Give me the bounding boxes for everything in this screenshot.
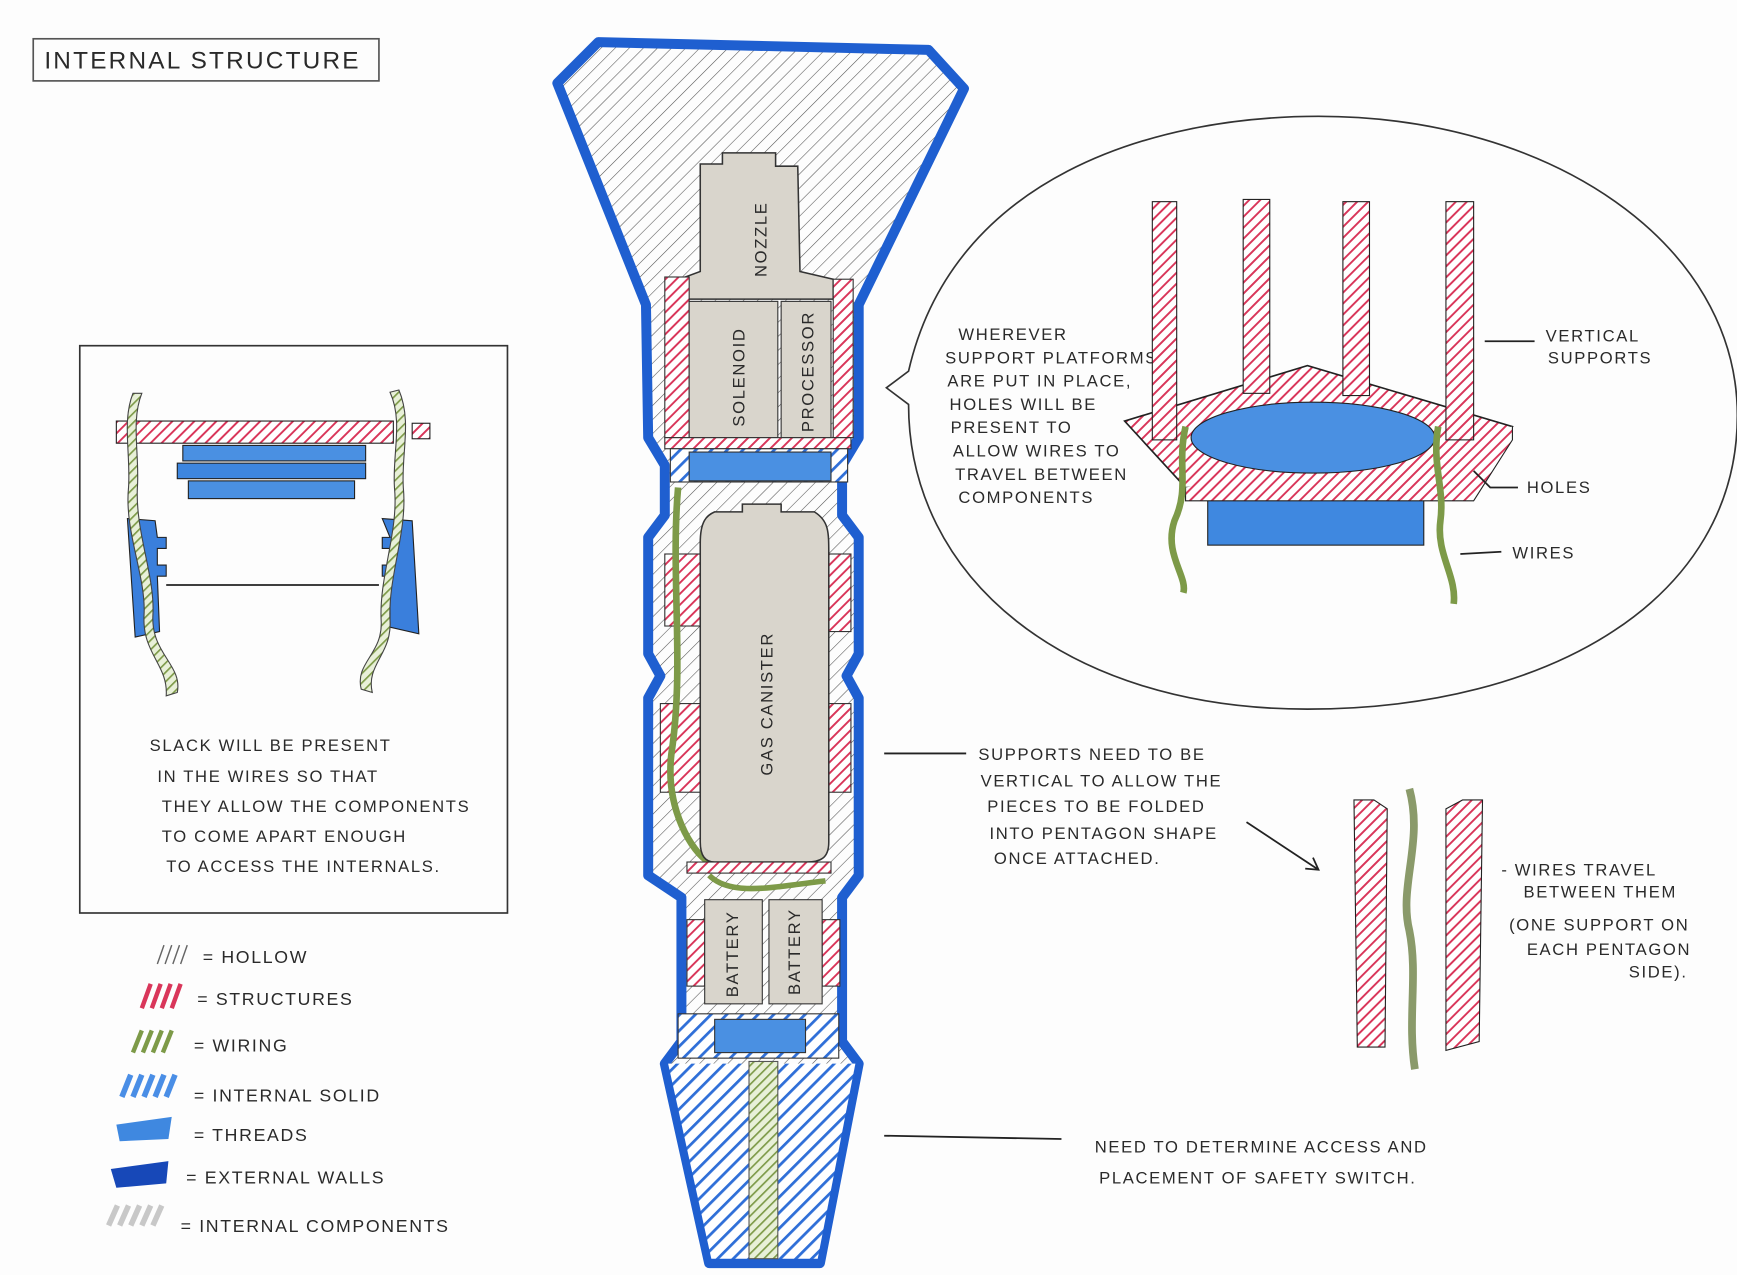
vertical-support bbox=[1445, 201, 1475, 441]
annotation-text: BETWEEN THEM bbox=[1523, 882, 1676, 901]
annotation-text: HOLES WILL BE bbox=[950, 395, 1097, 414]
vertical-supports-label: VERTICAL bbox=[1546, 326, 1640, 345]
battery-2-label: BATTERY bbox=[785, 908, 804, 995]
slack-note: SLACK WILL BE PRESENT IN THE WIRES SO TH… bbox=[150, 736, 471, 876]
safety-switch-note: NEED TO DETERMINE ACCESS AND PLACEMENT O… bbox=[884, 1134, 1428, 1187]
nozzle-label: NOZZLE bbox=[752, 202, 771, 277]
wire bbox=[1402, 787, 1419, 1070]
threads-upper bbox=[688, 451, 832, 482]
annotation-text: ARE PUT IN PLACE, bbox=[947, 372, 1132, 391]
device-cross-section: NOZZLE SOLENOID PROCESSOR GAS CANISTER bbox=[552, 37, 969, 1269]
page-title: INTERNAL STRUCTURE bbox=[44, 48, 360, 75]
wire-right bbox=[359, 389, 407, 694]
annotation-text: PRESENT TO bbox=[951, 418, 1073, 437]
wire-slack-detail: SLACK WILL BE PRESENT IN THE WIRES SO TH… bbox=[78, 344, 509, 914]
annotation-text: ALLOW WIRES TO bbox=[953, 441, 1121, 460]
title-box: INTERNAL STRUCTURE bbox=[32, 37, 380, 82]
battery-1-label: BATTERY bbox=[723, 910, 742, 997]
support-platform-callout: WHEREVER SUPPORT PLATFORMS ARE PUT IN PL… bbox=[885, 115, 1737, 710]
supports-note: SUPPORTS NEED TO BE VERTICAL TO ALLOW TH… bbox=[884, 745, 1320, 871]
annotation-text: (ONE SUPPORT ON bbox=[1509, 916, 1689, 935]
battery-2 bbox=[768, 899, 823, 1005]
annotation-text: = STRUCTURES bbox=[197, 989, 353, 1009]
structure-block bbox=[659, 703, 701, 793]
vertical-support bbox=[1342, 201, 1371, 397]
legend-item-internal-components: = INTERNAL COMPONENTS bbox=[106, 1204, 450, 1236]
arrow bbox=[1246, 821, 1320, 871]
annotation-text: = HOLLOW bbox=[203, 947, 308, 967]
annotation-text: TO ACCESS THE INTERNALS. bbox=[166, 857, 441, 876]
annotation-text: - WIRES TRAVEL bbox=[1501, 860, 1657, 879]
annotation-text: SIDE). bbox=[1629, 962, 1688, 981]
annotation-text: = THREADS bbox=[194, 1125, 309, 1145]
support-platform-1 bbox=[664, 437, 852, 450]
annotation-text: COMPONENTS bbox=[958, 488, 1094, 507]
annotation-text: ONCE ATTACHED. bbox=[994, 849, 1161, 868]
thread-top bbox=[182, 444, 367, 462]
threads-lower bbox=[714, 1018, 807, 1054]
battery-1 bbox=[704, 899, 763, 1005]
structure-right-upper bbox=[832, 278, 854, 439]
vertical-support bbox=[1242, 198, 1271, 394]
annotation-text: SUPPORT PLATFORMS bbox=[945, 348, 1158, 367]
annotation-text: SLACK WILL BE PRESENT bbox=[150, 736, 392, 755]
structure-bar bbox=[115, 420, 394, 444]
annotation-text: IN THE WIRES SO THAT bbox=[157, 767, 379, 786]
annotation-text: = WIRING bbox=[194, 1035, 289, 1055]
vertical-support bbox=[1151, 201, 1178, 441]
structure-left-upper bbox=[664, 276, 690, 439]
annotation-text: TO COME APART ENOUGH bbox=[162, 827, 407, 846]
legend-item-hollow: = HOLLOW bbox=[156, 944, 308, 967]
annotation-text: SUPPORTS bbox=[1548, 348, 1652, 367]
legend-item-threads: = THREADS bbox=[116, 1116, 309, 1145]
annotation-text: PLACEMENT OF SAFETY SWITCH. bbox=[1099, 1168, 1416, 1187]
annotation-text: = INTERNAL SOLID bbox=[194, 1085, 381, 1105]
holes-label: HOLES bbox=[1527, 478, 1592, 497]
annotation-text: SUPPORTS NEED TO BE bbox=[978, 745, 1205, 764]
solenoid-label: SOLENOID bbox=[730, 327, 749, 426]
processor bbox=[780, 300, 832, 439]
annotation-text: TRAVEL BETWEEN bbox=[955, 465, 1128, 484]
support-platform-2 bbox=[686, 861, 832, 874]
wire bbox=[667, 487, 711, 865]
annotation-text: NEED TO DETERMINE ACCESS AND bbox=[1095, 1137, 1428, 1156]
support-strips-detail: - WIRES TRAVEL BETWEEN THEM (ONE SUPPORT… bbox=[1353, 787, 1691, 1070]
bubble-note: WHEREVER SUPPORT PLATFORMS ARE PUT IN PL… bbox=[945, 325, 1158, 507]
legend: = HOLLOW = STRUCTURES = WIRING = INTERNA… bbox=[106, 944, 450, 1236]
legend-item-internal-solid: = INTERNAL SOLID bbox=[119, 1073, 381, 1105]
legend-item-wiring: = WIRING bbox=[130, 1029, 289, 1055]
wire bbox=[1432, 426, 1458, 605]
gas-canister-label: GAS CANISTER bbox=[757, 632, 776, 776]
structure-block bbox=[664, 553, 701, 627]
wire-left bbox=[126, 392, 179, 697]
platform-opening bbox=[1190, 401, 1436, 474]
annotation-text: PIECES TO BE FOLDED bbox=[987, 797, 1205, 816]
annotation-text: EACH PENTAGON bbox=[1527, 940, 1691, 959]
annotation-text: = EXTERNAL WALLS bbox=[186, 1167, 385, 1187]
annotation-text: VERTICAL TO ALLOW THE bbox=[981, 772, 1223, 791]
wire bbox=[1168, 425, 1189, 594]
processor-label: PROCESSOR bbox=[798, 311, 817, 432]
wires-label: WIRES bbox=[1512, 543, 1575, 562]
annotation-text: WHEREVER bbox=[958, 325, 1067, 344]
legend-item-external-walls: = EXTERNAL WALLS bbox=[110, 1161, 385, 1188]
annotation-text: INTO PENTAGON SHAPE bbox=[989, 824, 1217, 843]
annotation-text: THEY ALLOW THE COMPONENTS bbox=[162, 797, 471, 816]
solenoid bbox=[688, 300, 779, 439]
legend-item-structures: = STRUCTURES bbox=[139, 983, 353, 1010]
tip-wire-channel bbox=[748, 1060, 779, 1260]
annotation-text: = INTERNAL COMPONENTS bbox=[181, 1216, 450, 1236]
